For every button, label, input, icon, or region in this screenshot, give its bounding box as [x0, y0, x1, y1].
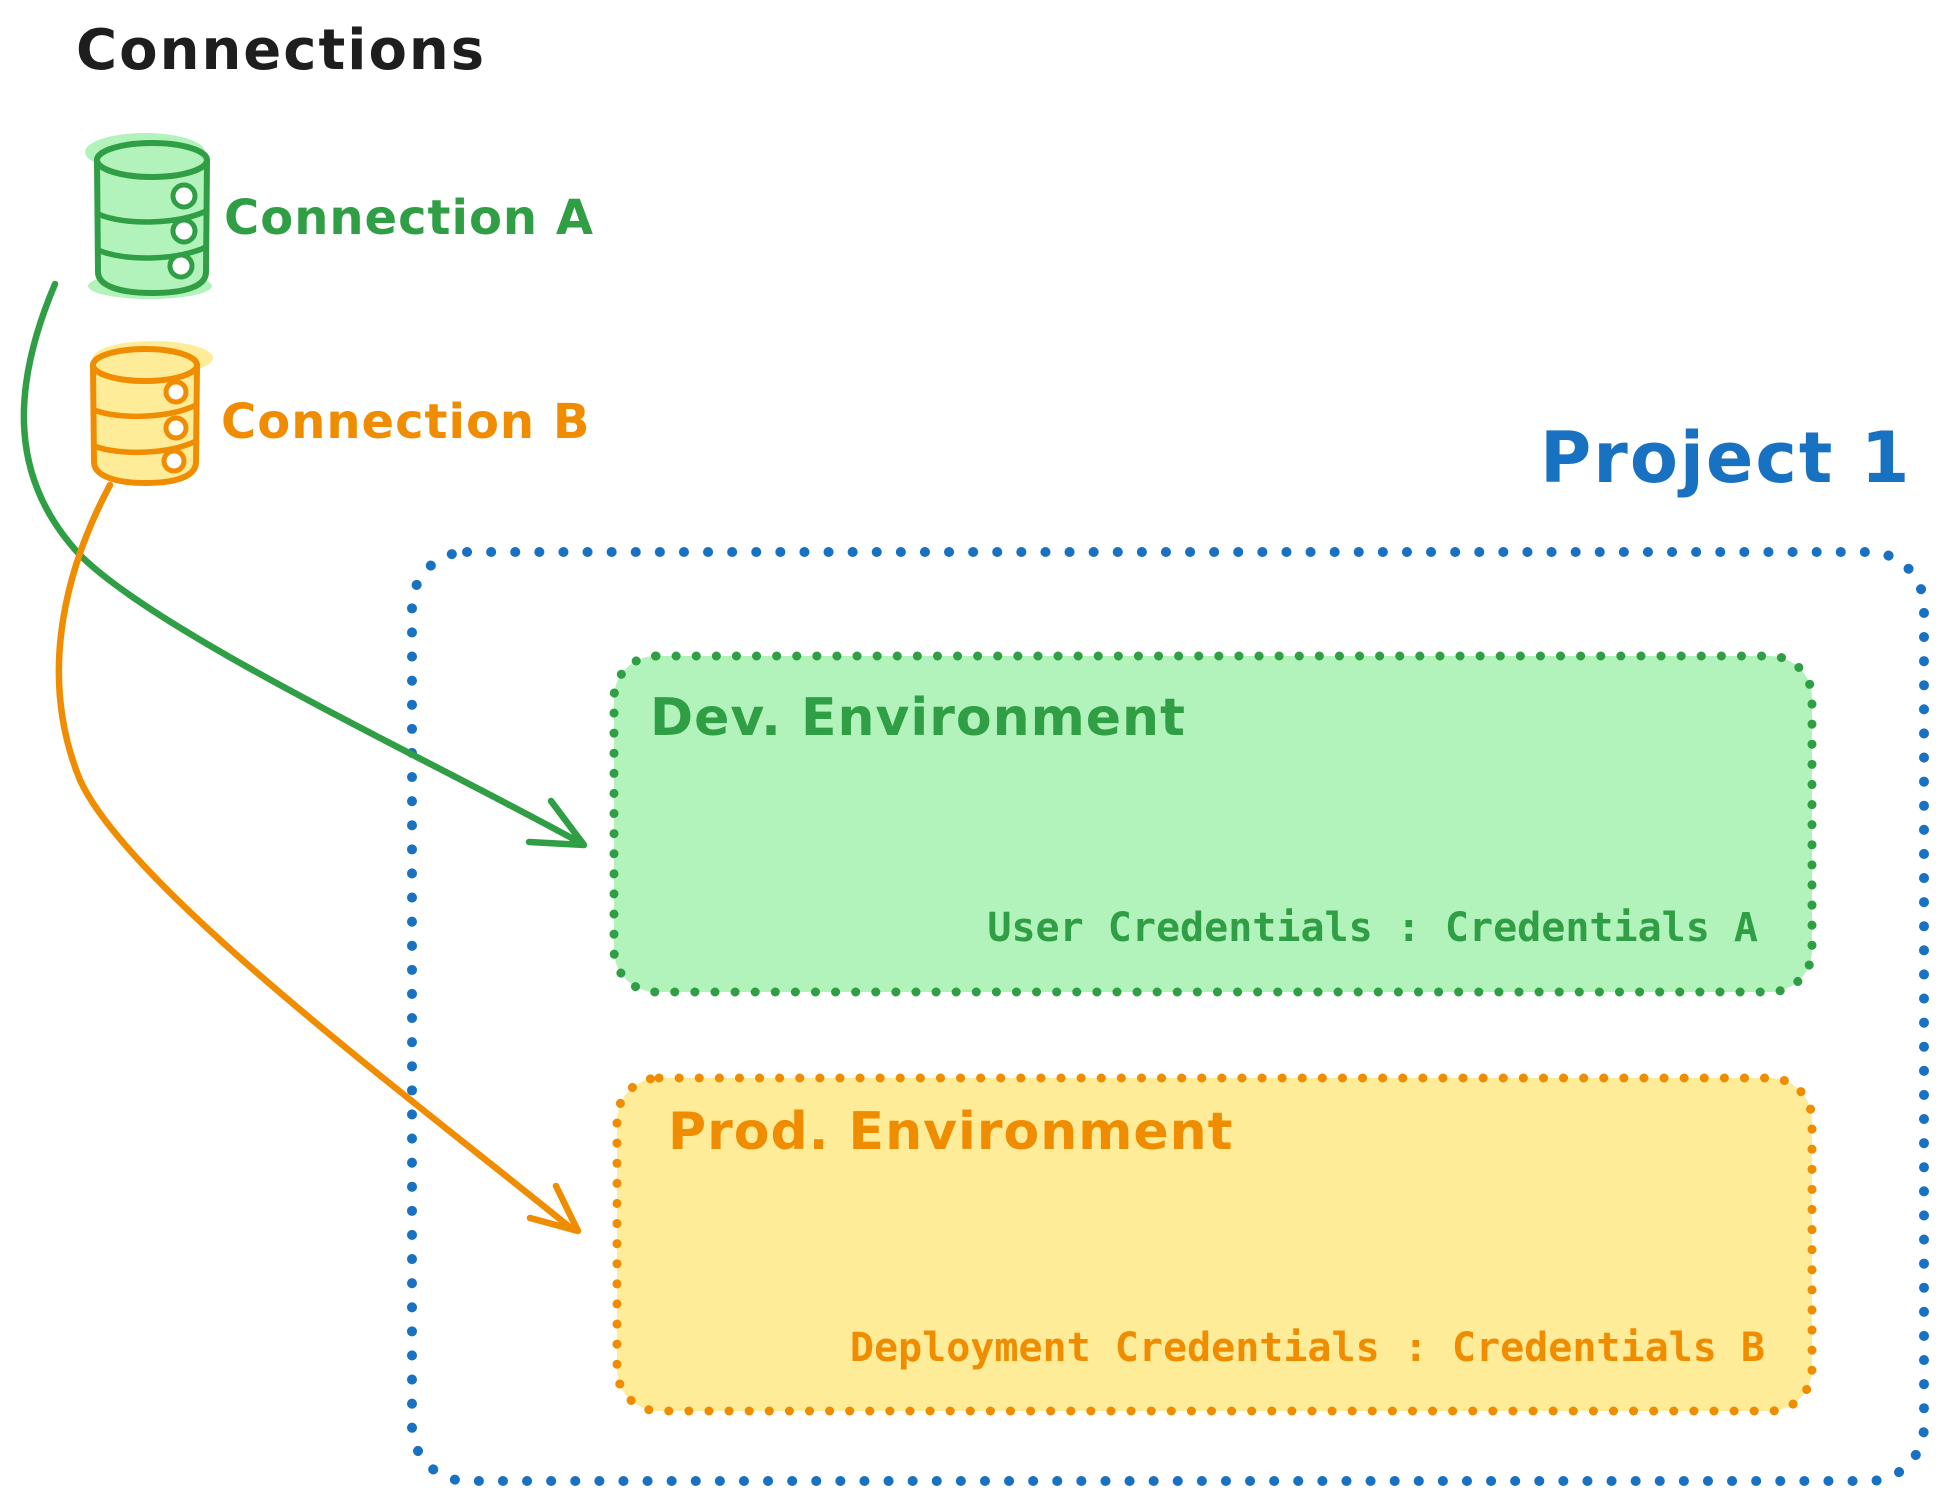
page-title: Connections — [76, 18, 487, 83]
dev-environment-box — [609, 651, 1817, 997]
database-icon — [90, 341, 213, 486]
connection-b-label: Connection B — [221, 394, 591, 450]
project-title: Project 1 — [1540, 417, 1912, 499]
connection-a-arrow — [20, 280, 588, 849]
dev-environment-credentials: User Credentials : Credentials A — [987, 905, 1758, 951]
connection-a-label: Connection A — [224, 190, 594, 246]
database-icon — [85, 133, 212, 299]
prod-environment-box — [612, 1073, 1817, 1416]
project-container-border — [407, 547, 1929, 1486]
prod-environment-title: Prod. Environment — [668, 1102, 1234, 1162]
connection-b-arrow — [55, 481, 582, 1235]
prod-environment-credentials: Deployment Credentials : Credentials B — [849, 1325, 1765, 1371]
dev-environment-title: Dev. Environment — [650, 688, 1186, 748]
